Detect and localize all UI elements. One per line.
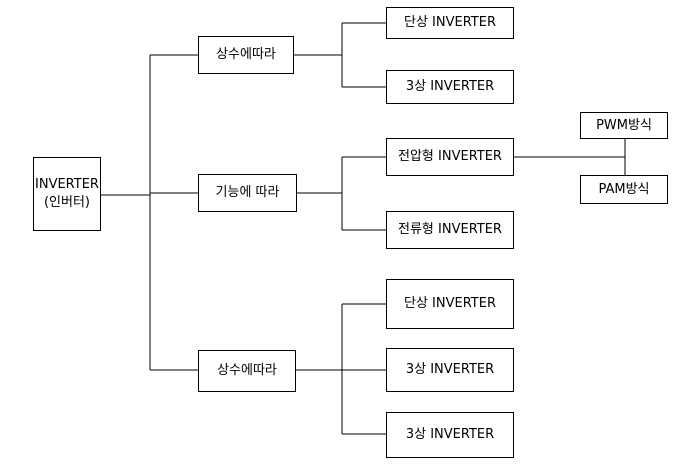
root-node: INVERTER (인버터): [33, 157, 101, 231]
child-three-phase-1: 3상 INVERTER: [386, 70, 514, 104]
branch-phase-bottom: 상수에따라: [198, 350, 296, 392]
child-single-phase-2: 단상 INVERTER: [386, 279, 514, 329]
root-label-line2: (인버터): [43, 195, 91, 210]
child-single-phase-1: 단상 INVERTER: [386, 7, 514, 39]
branch-function: 기능에 따라: [198, 174, 297, 212]
child-voltage-type: 전압형 INVERTER: [386, 138, 514, 176]
child-three-phase-2: 3상 INVERTER: [386, 348, 514, 392]
sub-pam-method: PAM방식: [580, 175, 668, 204]
branch-phase-top: 상수에따라: [198, 36, 294, 74]
child-current-type: 전류형 INVERTER: [386, 211, 514, 249]
sub-pwm-method: PWM방식: [580, 112, 668, 139]
root-label-line1: INVERTER: [35, 177, 99, 192]
child-three-phase-3: 3상 INVERTER: [386, 412, 514, 458]
